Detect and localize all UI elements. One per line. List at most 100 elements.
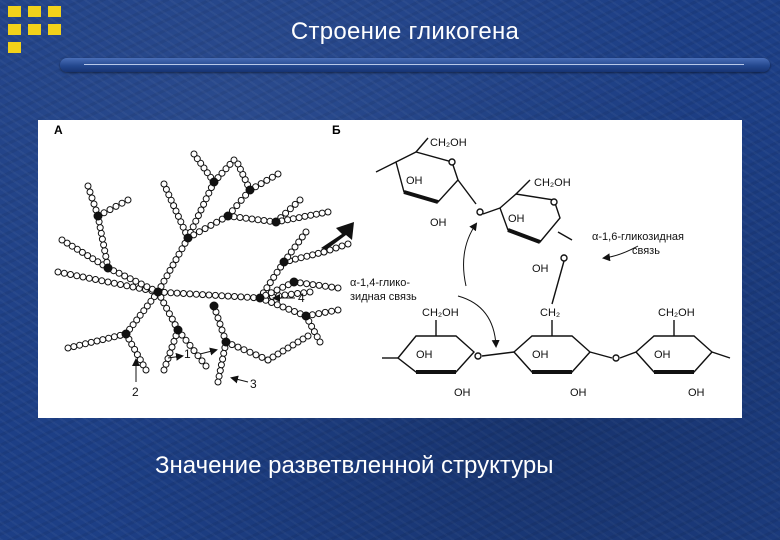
alpha16-label-b: связь xyxy=(632,245,660,257)
glucose-unit xyxy=(294,338,302,346)
glucose-unit xyxy=(193,155,201,163)
glucose-unit xyxy=(106,206,114,214)
oh-bot-1a: OH xyxy=(416,349,433,361)
glucose-unit xyxy=(218,169,226,177)
ch2oh-bot-1: CH₂OH xyxy=(422,307,459,319)
glucose-unit xyxy=(164,355,172,363)
glucose-unit xyxy=(301,212,309,220)
glucose-unit xyxy=(192,290,200,298)
glycogen-diagram: А Б 1 2 3 4 xyxy=(54,123,731,399)
glucose-unit xyxy=(132,277,140,285)
glucose-unit xyxy=(279,347,287,355)
glucose-unit xyxy=(273,301,281,309)
glucose-unit xyxy=(194,212,202,220)
glucose-unit xyxy=(230,156,238,164)
glucose-unit xyxy=(328,307,336,315)
glucose-unit xyxy=(98,235,106,243)
glucose-unit xyxy=(178,245,186,253)
glucose-unit xyxy=(291,255,299,263)
glucose-unit xyxy=(110,279,118,287)
glucose-unit xyxy=(115,269,123,277)
glucose-unit xyxy=(270,273,278,281)
slide-title: Строение гликогена xyxy=(290,18,520,45)
glucose-unit xyxy=(195,228,203,236)
glucose-unit xyxy=(160,366,168,374)
glucose-unit xyxy=(54,268,62,276)
branch-point xyxy=(209,177,219,187)
oh-top-2b: OH xyxy=(532,263,549,275)
branch-point xyxy=(289,277,299,287)
glucose-unit xyxy=(160,299,168,307)
glucose-unit xyxy=(328,283,336,291)
glucose-unit xyxy=(332,244,340,252)
glucose-unit xyxy=(242,214,250,222)
slide-caption: Значение разветвленной структуры xyxy=(155,452,554,479)
branch-point xyxy=(153,287,163,297)
glucose-unit xyxy=(104,278,112,286)
glucose-unit xyxy=(236,214,244,221)
glucose-unit xyxy=(219,355,227,363)
glucose-unit xyxy=(180,290,187,297)
glucose-unit xyxy=(112,202,120,210)
branch-point xyxy=(301,311,311,321)
glucose-unit xyxy=(286,205,294,213)
glucose-unit xyxy=(287,290,295,298)
glucose-unit xyxy=(200,164,208,172)
glucose-unit xyxy=(105,334,113,342)
glucose-unit xyxy=(289,215,297,223)
glucose-unit xyxy=(133,351,141,359)
glucose-unit xyxy=(295,238,303,246)
glucose-unit xyxy=(279,283,287,291)
glucose-unit xyxy=(324,208,332,216)
glucose-unit xyxy=(284,216,292,224)
glucose-unit xyxy=(142,366,150,374)
ch2-bot-2: CH₂ xyxy=(540,307,560,319)
branch-point xyxy=(173,325,183,335)
glucose-unit xyxy=(216,367,224,375)
slide-logo xyxy=(8,6,74,66)
glucose-unit xyxy=(281,291,289,299)
glucose-unit xyxy=(190,347,198,355)
glucose-unit xyxy=(313,333,321,341)
glucose-unit xyxy=(217,361,225,369)
glucose-unit xyxy=(194,352,202,360)
alpha14-label-b: зидная связь xyxy=(350,291,417,303)
glucose-unit xyxy=(295,214,303,222)
alpha14-label: α-1,4-глико- xyxy=(350,277,410,289)
glucose-unit xyxy=(220,349,228,357)
glucose-unit xyxy=(284,344,292,352)
glucose-unit xyxy=(173,289,181,297)
glucose-unit xyxy=(118,199,126,207)
glucose-unit xyxy=(88,194,96,202)
glucose-unit xyxy=(117,281,124,288)
glucose-unit xyxy=(243,293,251,301)
glucose-unit xyxy=(84,252,92,260)
callout-4: 4 xyxy=(298,291,305,305)
glucose-unit xyxy=(291,200,299,208)
glucose-unit xyxy=(140,307,148,315)
glucose-unit xyxy=(98,277,106,285)
glucose-unit xyxy=(172,256,180,264)
glucose-unit xyxy=(166,266,174,274)
branched-chain-tree xyxy=(54,150,352,386)
glucose-unit xyxy=(268,299,275,306)
glucose-unit xyxy=(310,328,318,336)
glucose-unit xyxy=(273,268,281,276)
glucose-unit xyxy=(168,343,176,351)
glucose-unit xyxy=(344,240,352,248)
glucose-unit xyxy=(211,291,219,299)
glucose-unit xyxy=(268,173,276,181)
glucose-unit xyxy=(202,195,210,203)
glucose-unit xyxy=(169,261,177,269)
glucose-unit xyxy=(226,160,234,168)
glucose-unit xyxy=(186,341,194,349)
glucose-unit xyxy=(73,272,81,280)
glucose-unit xyxy=(215,372,223,380)
glucose-unit xyxy=(252,351,260,359)
oh-top-2: OH xyxy=(508,213,525,225)
glucose-unit xyxy=(222,165,230,173)
glucose-unit xyxy=(306,288,314,296)
glucose-unit xyxy=(136,311,144,319)
oh-top-1b: OH xyxy=(430,217,447,229)
glucose-unit xyxy=(237,196,245,204)
